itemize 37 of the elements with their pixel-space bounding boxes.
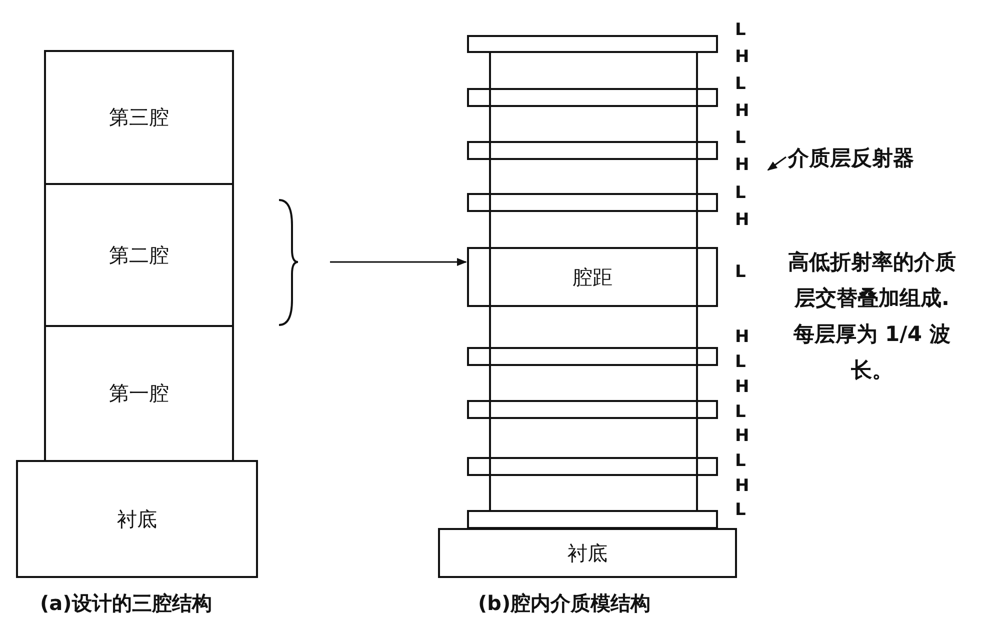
cavity-box: 腔距 [467,247,718,307]
cavity-box: 第二腔 [44,183,234,327]
layer-letter: H [735,101,750,121]
layer-letter: L [735,262,746,282]
layer-letter: H [735,327,750,347]
layer-bar [467,400,718,419]
layer-letter: L [735,402,746,422]
layer-letter: L [735,20,746,40]
layer-letter: H [735,210,750,230]
layer-letter: H [735,377,750,397]
callout-text: 介质层反射器 [788,144,968,178]
layer-bar [467,88,718,107]
layer-bar [467,141,718,160]
layer-letter: H [735,47,750,67]
layer-letter: L [735,74,746,94]
leader-line [767,156,786,171]
layer-bar [467,347,718,366]
layer-letter: H [735,426,750,446]
cavity-box: 第一腔 [44,325,234,462]
arrow [330,258,467,266]
substrate-box: 衬底 [438,528,737,578]
substrate-box: 衬底 [16,460,258,578]
layer-letter: L [735,500,746,520]
caption: (b)腔内介质模结构 [478,590,651,617]
layer-letter: L [735,128,746,148]
layer-letter: L [735,352,746,372]
layer-bar [467,35,718,53]
cavity-box: 第三腔 [44,50,234,185]
note-text: 高低折射率的介质层交替叠加组成.每层厚为 1/4 波长。 [787,249,957,384]
layer-bar [467,510,718,529]
layer-letter: H [735,476,750,496]
layer-bar [467,457,718,476]
layer-letter: L [735,451,746,471]
layer-letter: L [735,183,746,203]
layer-bar [467,193,718,212]
layer-letter: H [735,155,750,175]
caption: (a)设计的三腔结构 [40,590,212,617]
